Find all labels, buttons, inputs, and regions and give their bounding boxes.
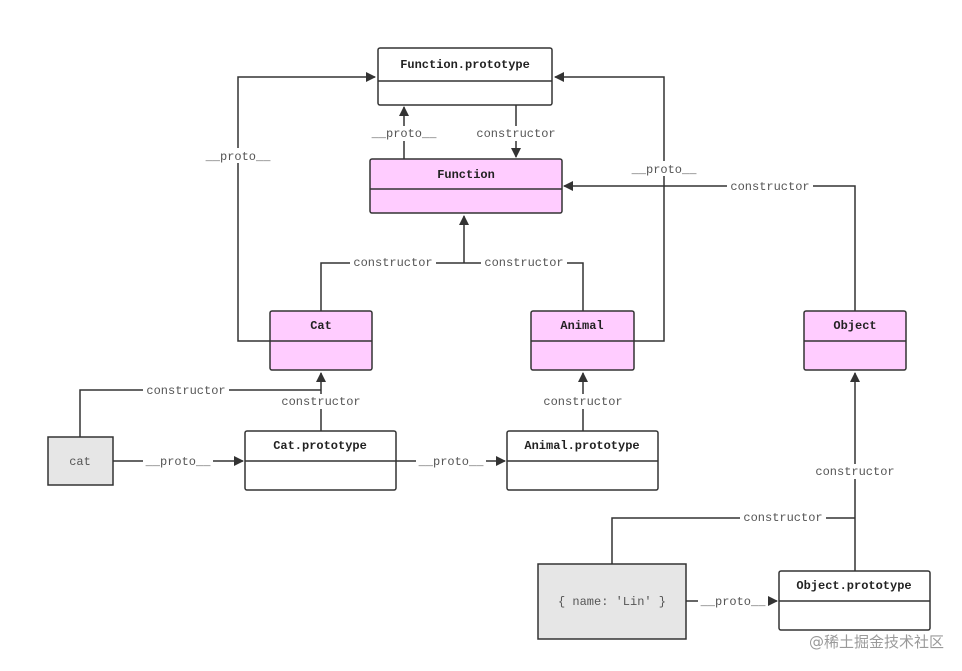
edge-cat-animal-constructor-function: constructor constructor xyxy=(320,215,584,311)
node-object: Object xyxy=(803,310,907,371)
edge-function-prototype-constructor-function: constructor xyxy=(473,105,559,158)
node-label-object: Object xyxy=(833,319,876,333)
node-animal: Animal xyxy=(530,310,635,371)
edge-label-cat-prototype-constructor: constructor xyxy=(281,395,360,409)
edge-cat-instance-proto: __proto__ xyxy=(113,454,244,469)
node-function-prototype: Function.prototype xyxy=(377,47,553,106)
node-cat: Cat xyxy=(269,310,373,371)
edge-label-cat-proto: __proto__ xyxy=(205,150,272,164)
node-cat-prototype: Cat.prototype xyxy=(244,430,397,491)
edge-label-fp-constructor: constructor xyxy=(476,127,555,141)
node-object-prototype: Object.prototype xyxy=(778,570,931,631)
edge-label-lin-constructor: constructor xyxy=(743,511,822,525)
edge-function-proto-function-prototype: __proto__ xyxy=(369,106,439,159)
edge-label-function-proto: __proto__ xyxy=(371,127,438,141)
node-label-function-prototype: Function.prototype xyxy=(400,58,530,72)
edge-label-object-constructor: constructor xyxy=(730,180,809,194)
node-label-animal-prototype: Animal.prototype xyxy=(524,439,639,453)
edge-label-cat-instance-proto: __proto__ xyxy=(145,455,212,469)
edge-label-animal-prototype-constructor: constructor xyxy=(543,395,622,409)
edge-label-cat-constructor: constructor xyxy=(353,256,432,270)
edge-lin-proto: __proto__ xyxy=(686,594,778,609)
edge-label-animal-proto: __proto__ xyxy=(631,163,698,177)
node-label-object-prototype: Object.prototype xyxy=(796,579,911,593)
edge-animal-prototype-constructor: constructor xyxy=(540,372,626,431)
edge-cat-prototype-proto: __proto__ xyxy=(396,454,506,469)
node-lin-object: { name: 'Lin' } xyxy=(537,563,687,640)
edge-animal-proto-function-prototype: __proto__ xyxy=(554,72,699,342)
edge-label-animal-constructor: constructor xyxy=(484,256,563,270)
edge-label-cat-instance-constructor: constructor xyxy=(146,384,225,398)
watermark-text: @稀土掘金技术社区 xyxy=(809,633,944,651)
edge-cat-proto-function-prototype: __proto__ xyxy=(203,72,376,342)
edge-label-object-prototype-constructor: constructor xyxy=(815,465,894,479)
node-label-cat-prototype: Cat.prototype xyxy=(273,439,367,453)
node-label-lin-object: { name: 'Lin' } xyxy=(558,595,666,609)
edge-cat-instance-constructor-cat: constructor constructor xyxy=(79,372,364,437)
edge-label-lin-proto: __proto__ xyxy=(700,595,767,609)
node-animal-prototype: Animal.prototype xyxy=(506,430,659,491)
node-cat-instance: cat xyxy=(47,436,114,486)
edge-object-constructor-function: constructor xyxy=(563,179,856,311)
node-label-cat-instance: cat xyxy=(69,455,91,469)
node-label-function: Function xyxy=(437,168,495,182)
edge-object-prototype-constructor: constructor constructor xyxy=(611,372,898,571)
node-function: Function xyxy=(369,158,563,214)
node-label-animal: Animal xyxy=(560,319,603,333)
edge-label-cat-prototype-proto: __proto__ xyxy=(418,455,485,469)
node-label-cat: Cat xyxy=(310,319,332,333)
